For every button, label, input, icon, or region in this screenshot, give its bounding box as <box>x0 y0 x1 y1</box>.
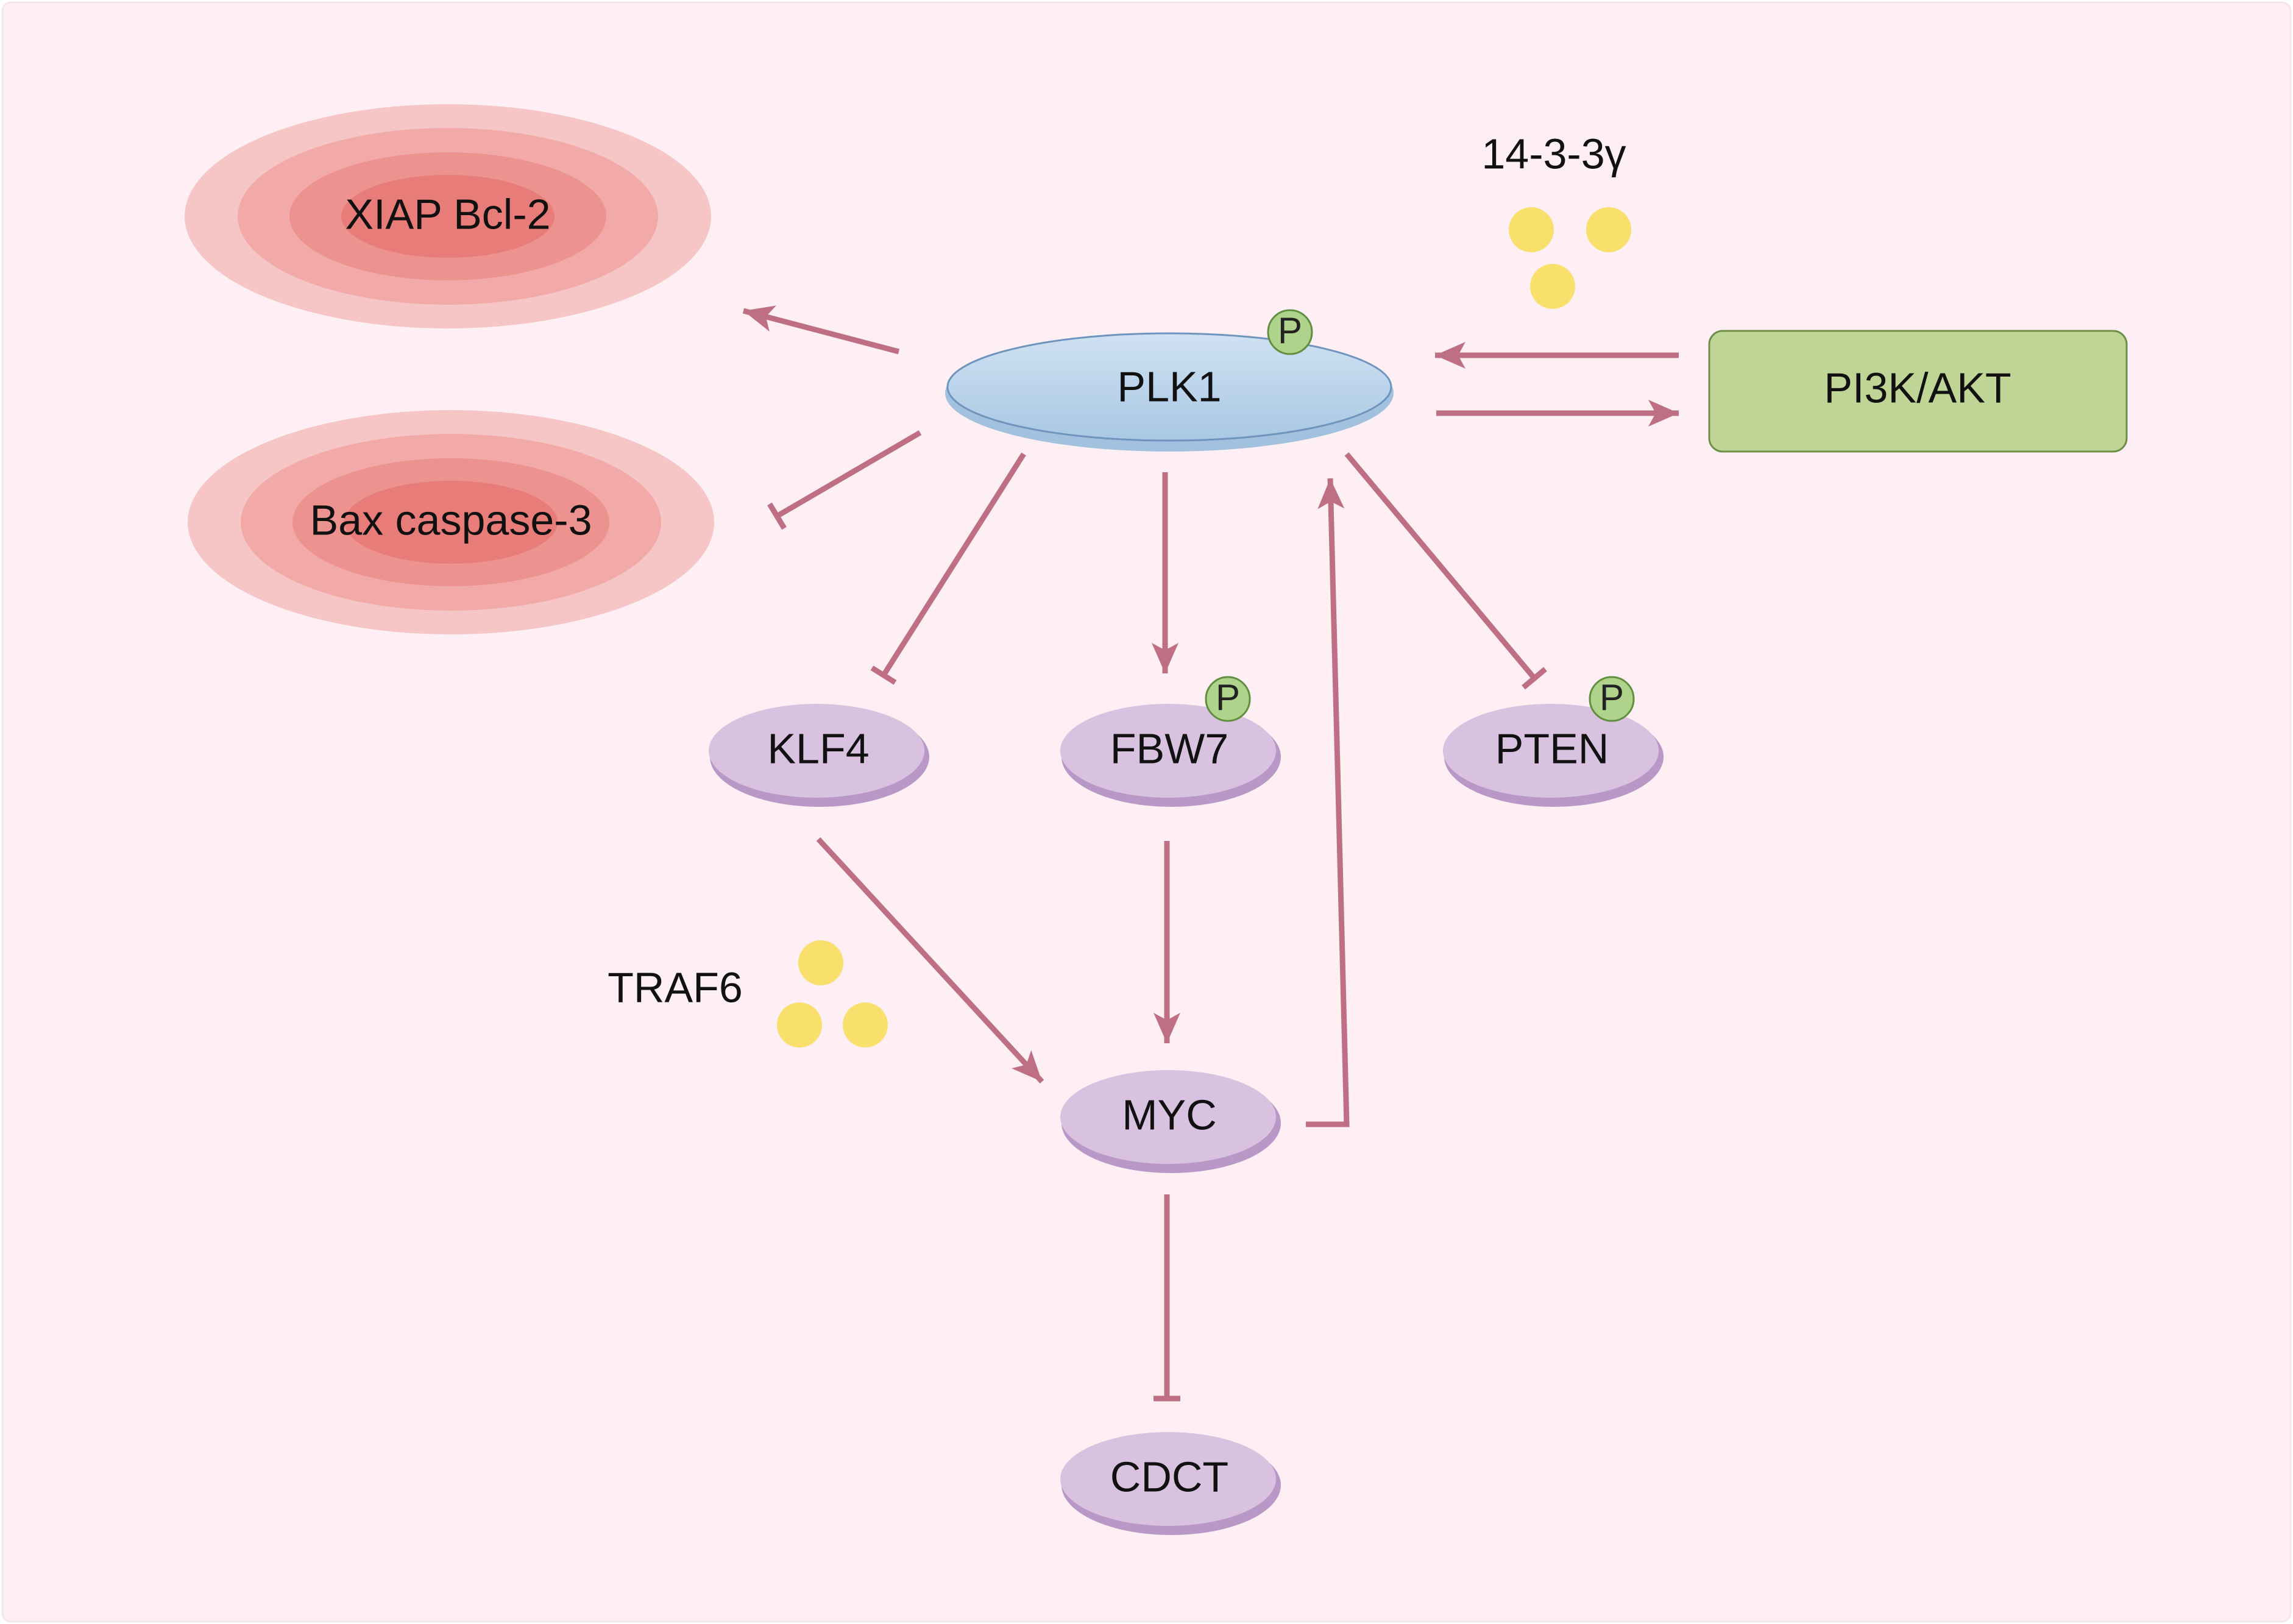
edge-klf4-to-myc <box>816 837 1044 1084</box>
molecule-label-traf6: TRAF6 <box>608 963 743 1011</box>
node-label-cdct: CDCT <box>1110 1453 1228 1500</box>
node-fbw7: FBW7 P <box>1060 676 1281 807</box>
phospho-badge-pten: P <box>1589 676 1635 722</box>
svg-text:P: P <box>1278 310 1302 351</box>
molecule-label-14-3-3-gamma: 14-3-3γ <box>1481 130 1626 177</box>
phospho-badge-fbw7: P <box>1205 676 1251 722</box>
three-yellow-dots-icon <box>777 940 888 1048</box>
three-yellow-dots-icon <box>1509 207 1631 309</box>
node-label-plk1: PLK1 <box>1117 363 1221 410</box>
node-label-pten: PTEN <box>1495 725 1609 772</box>
svg-text:P: P <box>1600 677 1624 718</box>
node-label-klf4: KLF4 <box>767 725 869 772</box>
svg-text:P: P <box>1216 677 1240 718</box>
node-label-myc: MYC <box>1122 1091 1217 1138</box>
node-pten: PTEN P <box>1443 676 1664 807</box>
node-label-fbw7: FBW7 <box>1110 725 1228 772</box>
molecule-traf6: TRAF6 <box>608 940 888 1048</box>
edge-myc-to-plk1-feedback <box>1306 478 1350 1127</box>
node-cdct: CDCT <box>1060 1432 1281 1535</box>
node-xiap-bcl2: XIAP Bcl-2 <box>185 104 711 328</box>
edge-plk1-inhibits-bax-caspase3 <box>775 430 922 519</box>
edge-bax-caspase3-inhibition-bar <box>767 502 787 530</box>
edges-layer <box>742 305 1679 1402</box>
phospho-badge-plk1: P <box>1267 309 1313 355</box>
node-myc: MYC <box>1060 1070 1281 1173</box>
node-label-xiap-bcl2: XIAP Bcl-2 <box>345 190 550 238</box>
node-pi3k-akt: PI3K/AKT <box>1708 330 2128 453</box>
node-label-bax-caspase3: Bax caspase-3 <box>310 496 592 544</box>
edge-plk1-inhibits-klf4 <box>881 452 1026 677</box>
edge-pten-inhibition-bar <box>1522 667 1547 690</box>
node-label-pi3k-akt: PI3K/AKT <box>1824 364 2011 411</box>
edge-plk1-to-xiap-bcl2 <box>742 305 900 355</box>
edge-klf4-inhibition-bar <box>870 665 897 685</box>
node-bax-caspase3: Bax caspase-3 <box>188 410 714 634</box>
node-plk1: PLK1 P <box>945 309 1394 452</box>
edge-plk1-inhibits-pten <box>1344 452 1537 680</box>
node-klf4: KLF4 <box>709 704 929 807</box>
molecule-14-3-3-gamma: 14-3-3γ <box>1481 130 1631 309</box>
